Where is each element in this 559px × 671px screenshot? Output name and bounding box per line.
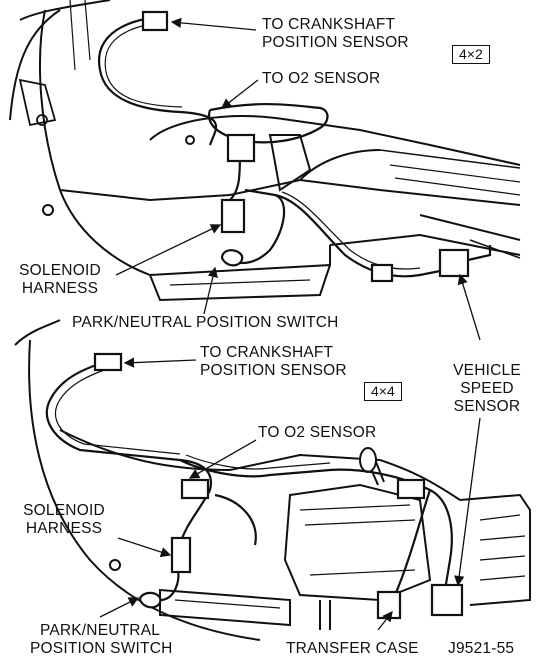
solenoid-label-4x2-line1: SOLENOID — [19, 262, 101, 279]
crankshaft-label-4x4-line2: POSITION SENSOR — [200, 362, 347, 379]
crankshaft-label-4x2-line1: TO CRANKSHAFT — [262, 16, 396, 33]
park-label-4x4-line2: POSITION SWITCH — [30, 640, 173, 657]
harness-4x2 — [98, 10, 492, 283]
engine-detail-4x2 — [18, 0, 91, 127]
transfer-case-label: TRANSFER CASE — [286, 640, 419, 657]
crankshaft-label-4x4-line1: TO CRANKSHAFT — [200, 344, 334, 361]
solenoid-label-4x4-line1: SOLENOID — [23, 502, 105, 519]
harness-4x4 — [45, 352, 464, 620]
drive-tag-4x4: 4×4 — [364, 382, 402, 401]
leaders-4x2 — [115, 17, 259, 315]
crankshaft-label-4x4: TO CRANKSHAFT POSITION SENSOR — [200, 344, 347, 380]
crankshaft-label-4x2: TO CRANKSHAFT POSITION SENSOR — [262, 16, 409, 52]
leaders-4x4 — [99, 273, 481, 631]
vehicle-speed-sensor-label: VEHICLE SPEED SENSOR — [442, 362, 532, 416]
park-neutral-label-4x4: PARK/NEUTRAL POSITION SWITCH — [30, 622, 173, 658]
o2-sensor-label-4x2: TO O2 SENSOR — [262, 70, 381, 87]
vss-label-line3: SENSOR — [453, 398, 521, 415]
park-label-4x4-line1: PARK/NEUTRAL — [39, 622, 161, 639]
vss-label-line1: VEHICLE — [453, 362, 521, 379]
crankshaft-label-4x2-line2: POSITION SENSOR — [262, 34, 409, 51]
drive-tag-4x2: 4×2 — [452, 45, 490, 64]
solenoid-harness-label-4x4: SOLENOID HARNESS — [14, 502, 114, 538]
solenoid-label-4x2-line2: HARNESS — [21, 280, 99, 297]
o2-sensor-label-4x4: TO O2 SENSOR — [258, 424, 377, 441]
park-neutral-label-4x2: PARK/NEUTRAL POSITION SWITCH — [72, 314, 339, 331]
solenoid-harness-label-4x2: SOLENOID HARNESS — [10, 262, 110, 298]
figure-id-label: J9521-55 — [448, 640, 515, 657]
solenoid-label-4x4-line2: HARNESS — [25, 520, 103, 537]
vss-label-line2: SPEED — [460, 380, 514, 397]
